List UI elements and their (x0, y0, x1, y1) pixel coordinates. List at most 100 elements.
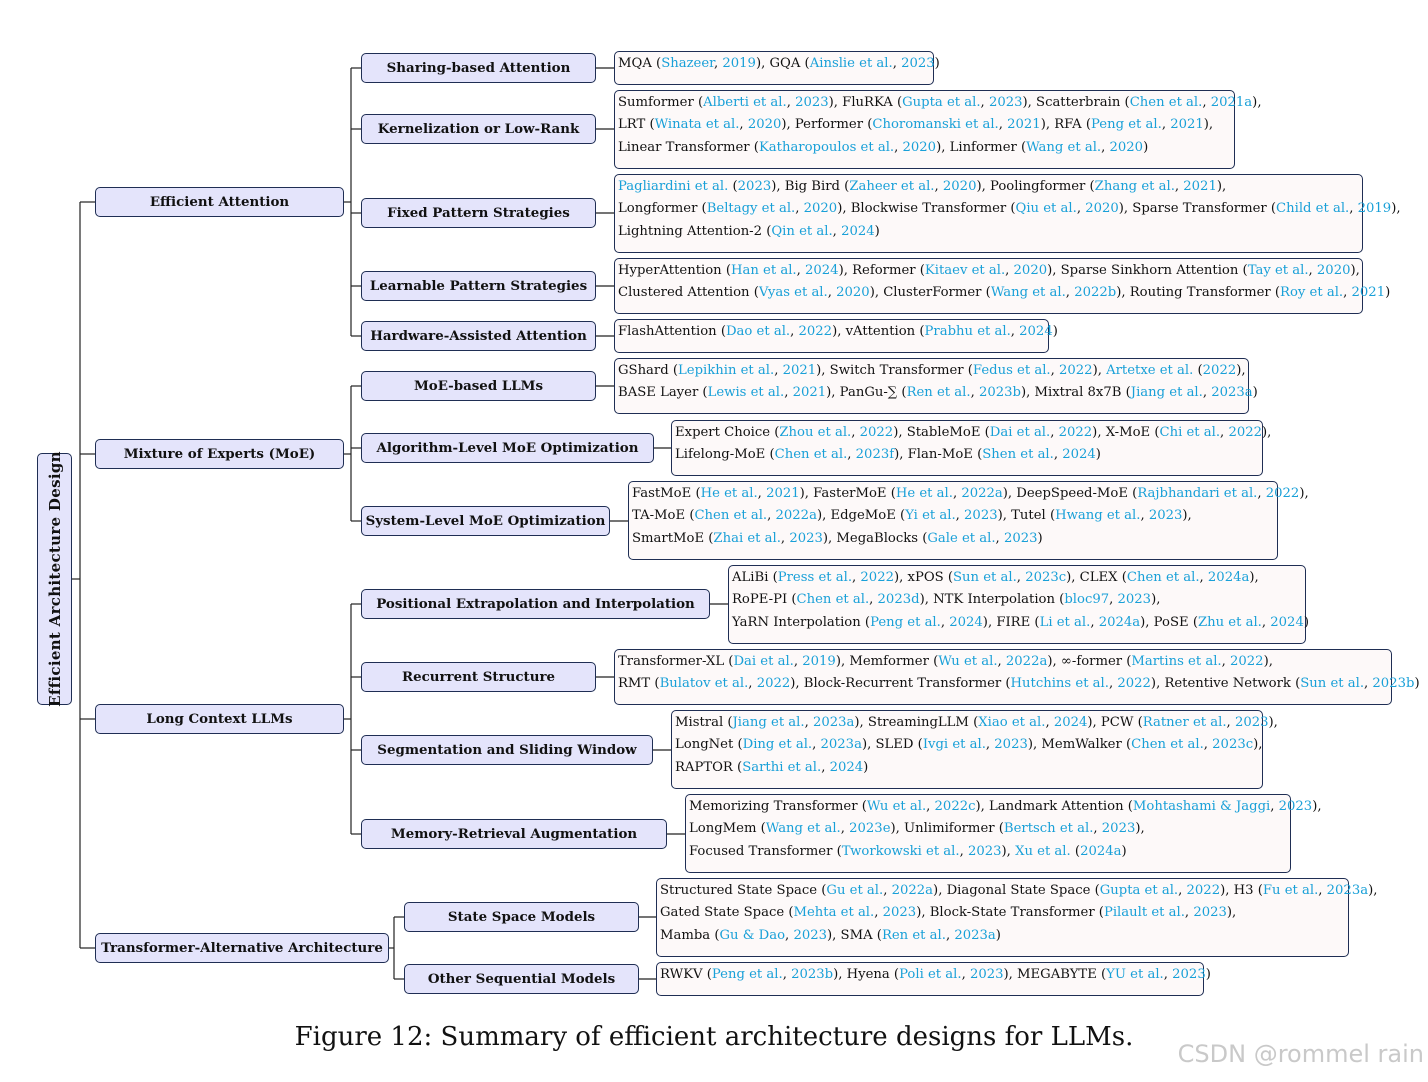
citation-link[interactable]: Han et al. (730, 263, 797, 278)
citation-link[interactable]: 2022 (1059, 363, 1093, 378)
citation-link[interactable]: 2022a (891, 883, 934, 898)
citation-link[interactable]: He et al. (895, 486, 953, 501)
citation-link[interactable]: 2023a (812, 715, 855, 730)
citation-link[interactable]: Ren et al. (906, 385, 971, 401)
citation-link[interactable]: 2023a (1211, 385, 1253, 401)
citation-link[interactable]: Sun et al. (953, 570, 1017, 585)
citation-link[interactable]: 2021 (1007, 117, 1041, 133)
citation-link[interactable]: 2020 (1109, 139, 1144, 155)
citation-link[interactable]: 2020 (1316, 263, 1351, 278)
citation-link[interactable]: 2023 (1234, 715, 1269, 730)
citation-link[interactable]: 2023e (849, 821, 891, 837)
citation-link[interactable]: 2019 (1357, 201, 1392, 217)
citation-link[interactable]: 2023b (1372, 676, 1415, 692)
citation-link[interactable]: 2024 (1053, 715, 1088, 730)
citation-link[interactable]: 2023a (954, 927, 996, 943)
citation-link[interactable]: Lewis et al. (707, 385, 785, 401)
citation-link[interactable]: 2023 (1003, 530, 1038, 546)
citation-link[interactable]: Peng et al. (1091, 117, 1162, 133)
citation-link[interactable]: 2020 (836, 285, 870, 301)
citation-link[interactable]: Tworkowski et al. (841, 843, 960, 859)
citation-link[interactable]: 2019 (722, 56, 756, 71)
citation-link[interactable]: Zhai et al. (713, 530, 781, 546)
citation-link[interactable]: Gu & Dao (719, 927, 786, 943)
citation-link[interactable]: 2022a (775, 508, 817, 524)
citation-link[interactable]: 2023 (964, 508, 998, 524)
citation-link[interactable]: Sun et al. (1300, 676, 1365, 692)
citation-link[interactable]: Vyas et al. (758, 285, 828, 301)
citation-link[interactable]: Poli et al. (899, 967, 962, 982)
citation-link[interactable]: 2023 (795, 95, 829, 110)
citation-link[interactable]: Zhu et al. (1197, 614, 1262, 630)
citation-link[interactable]: Xiao et al. (978, 715, 1046, 730)
citation-link[interactable]: Hwang et al. (1055, 508, 1141, 524)
citation-link[interactable]: Zaheer et al. (849, 179, 935, 194)
citation-link[interactable]: Gupta et al. (902, 95, 981, 110)
citation-link[interactable]: Artetxe et al. (1106, 363, 1194, 378)
citation-link[interactable]: Qiu et al. (1015, 201, 1077, 217)
citation-link[interactable]: Bertsch et al. (1003, 821, 1094, 837)
citation-link[interactable]: bloc97 (1064, 592, 1110, 608)
citation-link[interactable]: 2023b (978, 385, 1021, 401)
citation-link[interactable]: 2022 (1117, 676, 1151, 692)
citation-link[interactable]: 2023 (901, 56, 935, 71)
citation-link[interactable]: 2023 (1101, 821, 1136, 837)
citation-link[interactable]: Alberti et al. (703, 95, 787, 110)
citation-link[interactable]: Pagliardini et al. (618, 179, 729, 194)
citation-link[interactable]: Prabhu et al. (924, 324, 1011, 339)
citation-link[interactable]: 2024a (1098, 614, 1141, 630)
citation-link[interactable]: 2023a (1326, 883, 1369, 898)
citation-link[interactable]: Kitaev et al. (924, 263, 1006, 278)
citation-link[interactable]: Chen et al. (1129, 95, 1203, 110)
citation-link[interactable]: 2022 (1202, 363, 1237, 378)
citation-link[interactable]: Mohtashami & Jaggi (1132, 799, 1271, 814)
citation-link[interactable]: Chen et al. (1131, 737, 1204, 753)
citation-link[interactable]: Wang et al. (1026, 139, 1102, 155)
citation-link[interactable]: Gu et al. (826, 883, 884, 898)
citation-link[interactable]: Shazeer (661, 56, 714, 71)
citation-link[interactable]: 2024 (841, 223, 875, 239)
citation-link[interactable]: Roy et al. (1280, 285, 1344, 301)
citation-link[interactable]: 2023 (882, 905, 917, 921)
citation-link[interactable]: Lepikhin et al. (678, 363, 775, 378)
citation-link[interactable]: Jiang et al. (1130, 385, 1203, 401)
citation-link[interactable]: Yi et al. (905, 508, 956, 524)
citation-link[interactable]: 2021 (1183, 179, 1217, 194)
citation-link[interactable]: 2024 (1270, 614, 1304, 630)
citation-link[interactable]: Shen et al. (982, 447, 1054, 463)
citation-link[interactable]: 2022 (859, 425, 894, 440)
citation-link[interactable]: Li et al. (1039, 614, 1091, 630)
citation-link[interactable]: Mehta et al. (793, 905, 875, 921)
citation-link[interactable]: Wang et al. (990, 285, 1066, 301)
citation-link[interactable]: 2020 (747, 117, 782, 133)
citation-link[interactable]: Press et al. (777, 570, 853, 585)
citation-link[interactable]: Wu et al. (866, 799, 927, 814)
citation-link[interactable]: 2020 (1085, 201, 1119, 217)
citation-link[interactable]: 2024 (805, 263, 839, 278)
citation-link[interactable]: Zhou et al. (779, 425, 852, 440)
citation-link[interactable]: 2023 (1193, 905, 1227, 921)
citation-link[interactable]: 2023 (1117, 592, 1152, 608)
citation-link[interactable]: Dao et al. (725, 324, 791, 339)
citation-link[interactable]: Bulatov et al. (659, 676, 749, 692)
citation-link[interactable]: Chen et al. (796, 592, 870, 608)
citation-link[interactable]: Jiang et al. (732, 715, 805, 730)
citation-link[interactable]: 2023 (793, 927, 827, 943)
citation-link[interactable]: 2022 (860, 570, 894, 585)
citation-link[interactable]: Peng et al. (870, 614, 941, 630)
citation-link[interactable]: Zhang et al. (1094, 179, 1175, 194)
citation-link[interactable]: Fu et al. (1262, 883, 1319, 898)
citation-link[interactable]: 2021 (782, 363, 817, 378)
citation-link[interactable]: 2023a (820, 737, 862, 753)
citation-link[interactable]: 2020 (902, 139, 937, 155)
citation-link[interactable]: 2020 (942, 179, 977, 194)
citation-link[interactable]: He et al. (700, 486, 758, 501)
citation-link[interactable]: 2024 (1019, 324, 1053, 339)
citation-link[interactable]: Fedus et al. (972, 363, 1051, 378)
citation-link[interactable]: Ratner et al. (1142, 715, 1227, 730)
citation-link[interactable]: Ren et al. (881, 927, 946, 943)
citation-link[interactable]: Rajbhandari et al. (1137, 486, 1258, 501)
citation-link[interactable]: 2021a (1210, 95, 1253, 110)
citation-link[interactable]: 2019 (802, 654, 836, 669)
citation-link[interactable]: 2023 (994, 737, 1028, 753)
